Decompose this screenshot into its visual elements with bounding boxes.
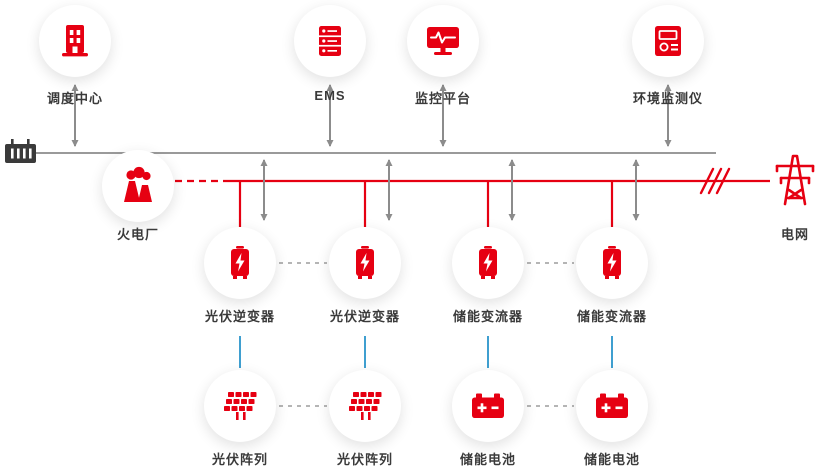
gauge-icon	[655, 26, 681, 56]
node-label: 监控平台	[414, 91, 472, 106]
node-circle	[576, 370, 648, 442]
comm-arrows-converters	[260, 159, 640, 221]
pv-array-icon	[349, 392, 382, 420]
node-monitor-platform: 监控平台	[407, 5, 479, 106]
node-label: 光伏逆变器	[204, 309, 276, 324]
node-label: 储能变流器	[452, 309, 524, 324]
node-pv-array-2: 光伏阵列	[329, 370, 401, 467]
node-label: 储能电池	[583, 452, 641, 467]
node-label: 环境监测仪	[632, 91, 704, 106]
node-ems: EMS	[294, 5, 366, 103]
inverter-icon	[479, 246, 497, 279]
node-circle	[576, 227, 648, 299]
battery-icon	[472, 393, 504, 418]
node-label: 调度中心	[46, 91, 104, 106]
node-circle	[204, 227, 276, 299]
node-circle	[452, 370, 524, 442]
node-label: 火电厂	[116, 227, 160, 242]
power-plant-icon	[124, 166, 152, 202]
node-circle	[329, 227, 401, 299]
server-icon	[319, 26, 341, 56]
inverter-icon	[356, 246, 374, 279]
node-label: 电网	[780, 227, 810, 242]
inverter-icon	[231, 246, 249, 279]
node-storage-converter-2: 储能变流器	[576, 227, 648, 324]
node-storage-battery-1: 储能电池	[452, 370, 524, 467]
power-drop-lines	[238, 182, 614, 227]
dc-link-lines	[239, 336, 613, 368]
node-circle	[102, 150, 174, 222]
node-dispatch-center: 调度中心	[39, 5, 111, 106]
node-thermal-plant: 火电厂	[102, 150, 174, 242]
node-label: 光伏逆变器	[329, 309, 401, 324]
node-pv-inverter-2: 光伏逆变器	[329, 227, 401, 324]
node-storage-converter-1: 储能变流器	[452, 227, 524, 324]
building-icon	[62, 25, 88, 57]
node-pv-array-1: 光伏阵列	[204, 370, 276, 467]
node-circle	[329, 370, 401, 442]
break-symbol	[699, 167, 731, 195]
comm-arrows-top	[71, 84, 672, 147]
node-label: EMS	[314, 88, 346, 103]
node-circle	[204, 370, 276, 442]
node-storage-battery-2: 储能电池	[576, 370, 648, 467]
node-label: 储能变流器	[576, 309, 648, 324]
dashed-peer-links	[279, 262, 574, 407]
node-circle	[407, 5, 479, 77]
node-pv-inverter-1: 光伏逆变器	[204, 227, 276, 324]
node-label: 光伏阵列	[211, 452, 269, 467]
node-circle	[452, 227, 524, 299]
node-label: 光伏阵列	[336, 452, 394, 467]
inverter-icon	[603, 246, 621, 279]
node-feeder-meter	[4, 138, 56, 168]
transmission-tower-icon	[775, 154, 815, 206]
node-circle	[39, 5, 111, 77]
node-circle	[294, 5, 366, 77]
meter-icon	[5, 139, 36, 163]
battery-icon	[596, 393, 628, 418]
node-env-monitor: 环境监测仪	[632, 5, 704, 106]
node-power-grid: 电网	[769, 146, 821, 242]
node-label: 储能电池	[459, 452, 517, 467]
node-circle	[632, 5, 704, 77]
pv-array-icon	[224, 392, 257, 420]
monitor-icon	[427, 27, 459, 55]
